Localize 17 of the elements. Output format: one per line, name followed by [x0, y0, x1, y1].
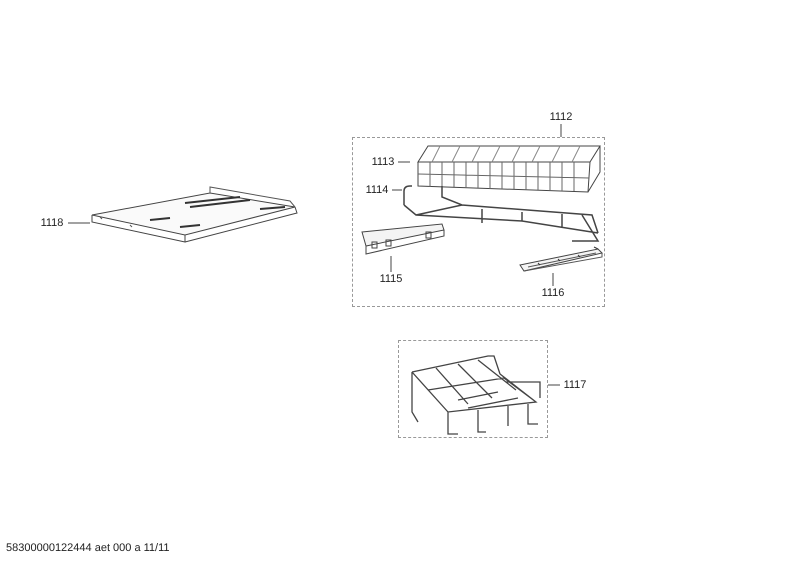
callout-number: 1114 — [362, 183, 392, 197]
wire-frame-drawing — [402, 183, 600, 245]
callout-number: 1115 — [376, 272, 406, 286]
callout-number: 1118 — [36, 216, 68, 230]
document-number: 58300000122444 aet 000 a 11/11 — [6, 542, 170, 554]
group-frame — [398, 340, 548, 438]
leader-line — [552, 272, 554, 286]
callout-number: 1116 — [538, 286, 568, 300]
leader-line — [560, 124, 562, 138]
callout-number: 1117 — [560, 378, 590, 392]
leader-line — [390, 256, 392, 272]
callout-number: 1112 — [546, 110, 576, 124]
rail-drawing — [518, 245, 602, 273]
leader-line — [68, 222, 90, 224]
callout-number: 1113 — [368, 155, 398, 169]
leader-line — [548, 384, 560, 386]
group-frame — [352, 137, 605, 307]
